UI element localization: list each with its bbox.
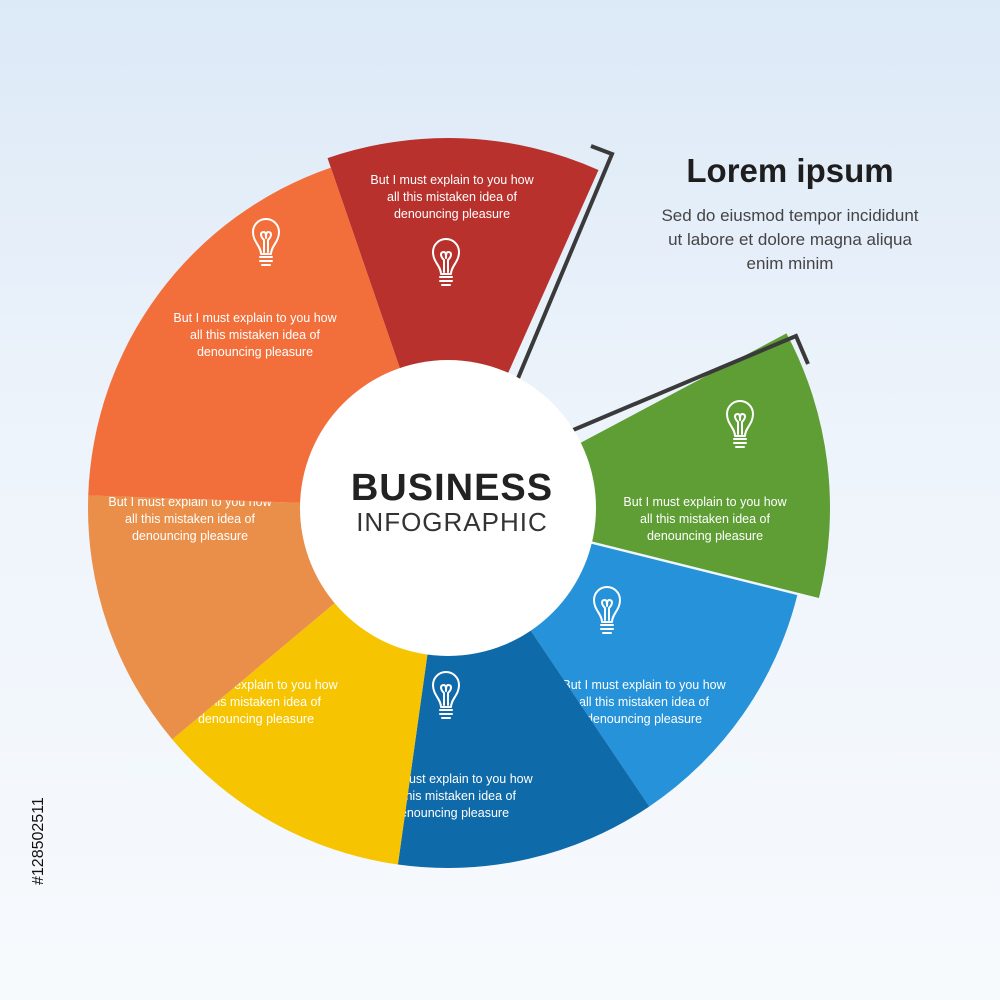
segment-label-line: But I must explain to you how (370, 173, 534, 187)
segment-wedge (327, 138, 599, 508)
segment-label: But I must explain to you how all this mi… (562, 678, 726, 726)
segment-label-line: denouncing pleasure (197, 345, 313, 359)
segment-label-line: But I must explain to you how (623, 495, 787, 509)
segment-label-line: all this mistaken idea of (387, 190, 517, 204)
segment-label-line: all this mistaken idea of (190, 328, 320, 342)
lightbulb-icon (432, 238, 460, 286)
segment: But I must explain to you how all this mi… (327, 138, 599, 508)
callout-body-line: ut labore et dolore magna aliqua (668, 230, 912, 249)
segment-label-line: denouncing pleasure (647, 529, 763, 543)
callout-body-line: enim minim (746, 254, 834, 273)
segment-label-line: all this mistaken idea of (386, 789, 516, 803)
segment-label-line: all this mistaken idea of (579, 695, 709, 709)
segment-label: But I must explain to you how all this mi… (173, 311, 337, 359)
segment-label-line: denouncing pleasure (132, 529, 248, 543)
callout-title: Lorem ipsum (686, 152, 894, 189)
segment-label-line: denouncing pleasure (586, 712, 702, 726)
callout-panel: Lorem ipsum Sed do eiusmod tempor incidi… (620, 152, 960, 276)
segment-label-line: all this mistaken idea of (125, 512, 255, 526)
segment-label-line: But I must explain to you how (562, 678, 726, 692)
stock-id-label: #128502511 (30, 797, 47, 885)
segment-label-line: denouncing pleasure (393, 806, 509, 820)
lightbulb-icon (726, 400, 754, 448)
lightbulb-icon (432, 671, 460, 719)
segment-label: But I must explain to you how all this mi… (369, 772, 533, 820)
segment-label: But I must explain to you how all this mi… (370, 173, 534, 221)
segment-label-line: all this mistaken idea of (640, 512, 770, 526)
segment-label-line: denouncing pleasure (394, 207, 510, 221)
callout-body-line: Sed do eiusmod tempor incididunt (661, 206, 919, 225)
center-subtitle: INFOGRAPHIC (356, 507, 548, 537)
segment-label: But I must explain to you how all this mi… (623, 495, 787, 543)
center-title: BUSINESS (351, 467, 553, 509)
lightbulb-icon (252, 218, 280, 266)
segment-wedge (458, 333, 830, 598)
center-circle (300, 360, 596, 656)
segment-label-line: But I must explain to you how (369, 772, 533, 786)
segment-label-line: But I must explain to you how (173, 311, 337, 325)
segment: But I must explain to you how all this mi… (458, 333, 830, 598)
lightbulb-icon (593, 586, 621, 634)
segment-label-line: denouncing pleasure (198, 712, 314, 726)
callout-body: Sed do eiusmod tempor incididunt ut labo… (620, 204, 960, 276)
segment-label-line: all this mistaken idea of (191, 695, 321, 709)
